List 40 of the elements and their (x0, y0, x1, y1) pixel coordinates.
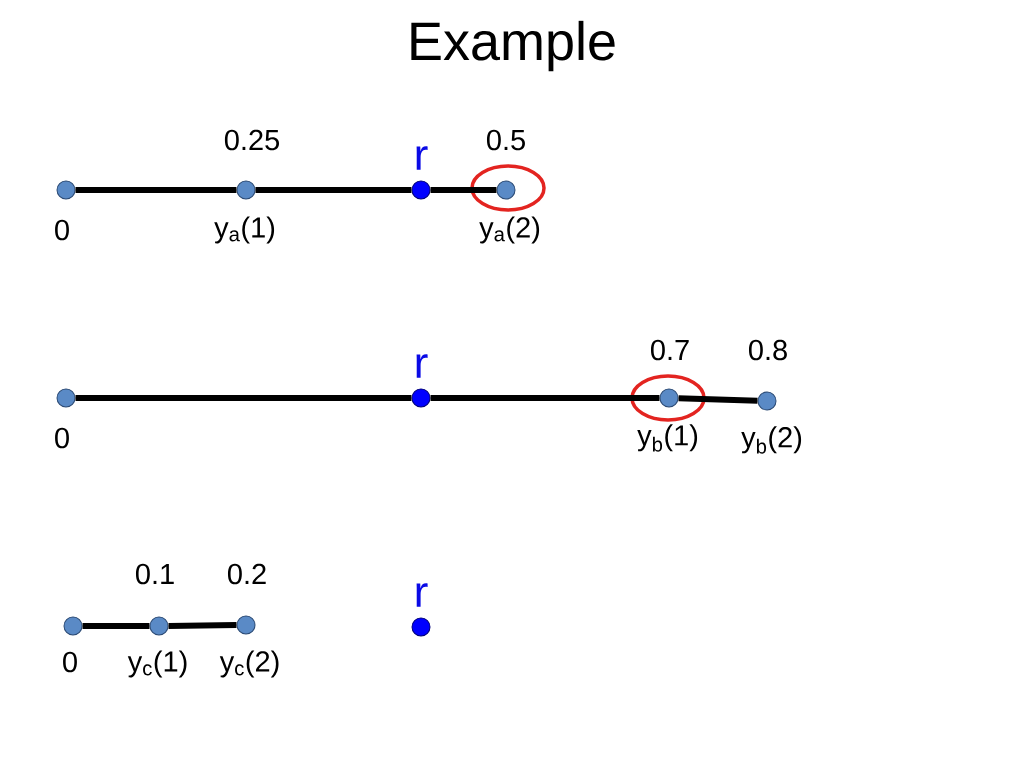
point-label: y$_{b}$(2) (741, 426, 802, 454)
point-dot (496, 180, 516, 200)
point-dot (63, 616, 83, 636)
highlight-ellipse (470, 164, 546, 212)
value-label: 0.7 (651, 339, 689, 361)
highlight-ellipse (630, 374, 706, 422)
point-dot (411, 617, 431, 637)
point-dot (757, 391, 777, 411)
value-label: 0.2 (228, 563, 266, 585)
point-dot (411, 180, 431, 200)
point-label: 0 (55, 219, 69, 241)
value-label: 0.25 (224, 129, 279, 151)
variable-label: r (416, 354, 428, 378)
point-dot (236, 180, 256, 200)
point-label: y$_{a}$(1) (214, 216, 275, 244)
line-segment (75, 395, 412, 401)
value-label: 0.5 (487, 129, 525, 151)
value-label: 0.1 (136, 563, 174, 585)
point-label: y$_{c}$(2) (219, 650, 279, 678)
point-label: y$_{a}$(2) (479, 216, 540, 244)
point-dot (56, 180, 76, 200)
title: Example (411, 20, 615, 72)
variable-label: r (416, 146, 428, 170)
line-segment (430, 395, 660, 401)
line-segment (255, 187, 412, 193)
point-dot (149, 616, 169, 636)
variable-label: r (416, 583, 428, 607)
line-segment (678, 395, 758, 404)
point-dot (659, 388, 679, 408)
point-label: y$_{c}$(1) (127, 650, 187, 678)
value-label: 0.8 (749, 339, 787, 361)
line-segment (168, 622, 237, 629)
line-segment (82, 623, 150, 629)
point-label: 0 (55, 427, 69, 449)
point-dot (411, 388, 431, 408)
point-dot (236, 615, 256, 635)
point-dot (56, 388, 76, 408)
point-label: y$_{b}$(1) (637, 424, 698, 452)
point-label: 0 (63, 651, 77, 673)
line-segment (75, 187, 237, 193)
